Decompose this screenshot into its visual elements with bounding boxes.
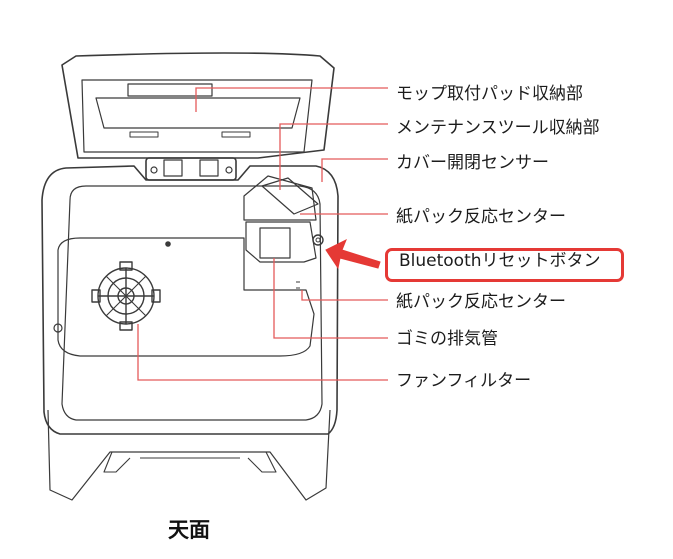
leader-mop-pad (195, 87, 388, 112)
hinge-bar (145, 157, 237, 181)
leader-tool (279, 123, 388, 190)
label-mop-pad-storage: モップ取付パッド収納部 (396, 84, 583, 104)
label-bag-sensor-upper: 紙パック反応センター (396, 207, 566, 227)
highlight-box (385, 248, 624, 282)
lid-top-tab (127, 83, 213, 97)
bag-frame (245, 221, 317, 263)
leader-fan-filter (137, 324, 388, 381)
lower-tray (57, 237, 315, 357)
hinge-left (163, 159, 183, 177)
label-exhaust-pipe: ゴミの排気管 (396, 329, 498, 349)
label-cover-sensor: カバー開閉センサー (396, 153, 549, 173)
mop-pad-slot (95, 97, 301, 129)
diagram-caption: 天面 (168, 518, 210, 542)
fan-filter (91, 261, 161, 331)
hinge-right (199, 159, 219, 177)
leader-exhaust (273, 258, 388, 339)
pad-clip-right (221, 131, 251, 138)
leader-cover-sensor (321, 158, 388, 182)
body-outer (41, 165, 339, 435)
label-maintenance-tool-storage: メンテナンスツール収納部 (396, 118, 600, 138)
label-fan-filter: ファンフィルター (396, 371, 532, 391)
bag-slot (243, 175, 317, 221)
label-bag-sensor-lower: 紙パック反応センター (396, 292, 566, 312)
maintenance-tool (261, 177, 319, 215)
highlight-arrow (325, 238, 381, 270)
body-inner (61, 185, 323, 421)
lid-inner (81, 79, 313, 153)
bluetooth-reset-button (312, 234, 324, 246)
label-bluetooth-reset-button: Bluetoothリセットボタン (399, 251, 601, 271)
lid-outer (61, 52, 335, 159)
base-lip (47, 409, 331, 501)
pad-clip-left (129, 131, 159, 138)
exhaust-port (259, 227, 291, 259)
leader-bag-sensor-2 (301, 290, 388, 301)
